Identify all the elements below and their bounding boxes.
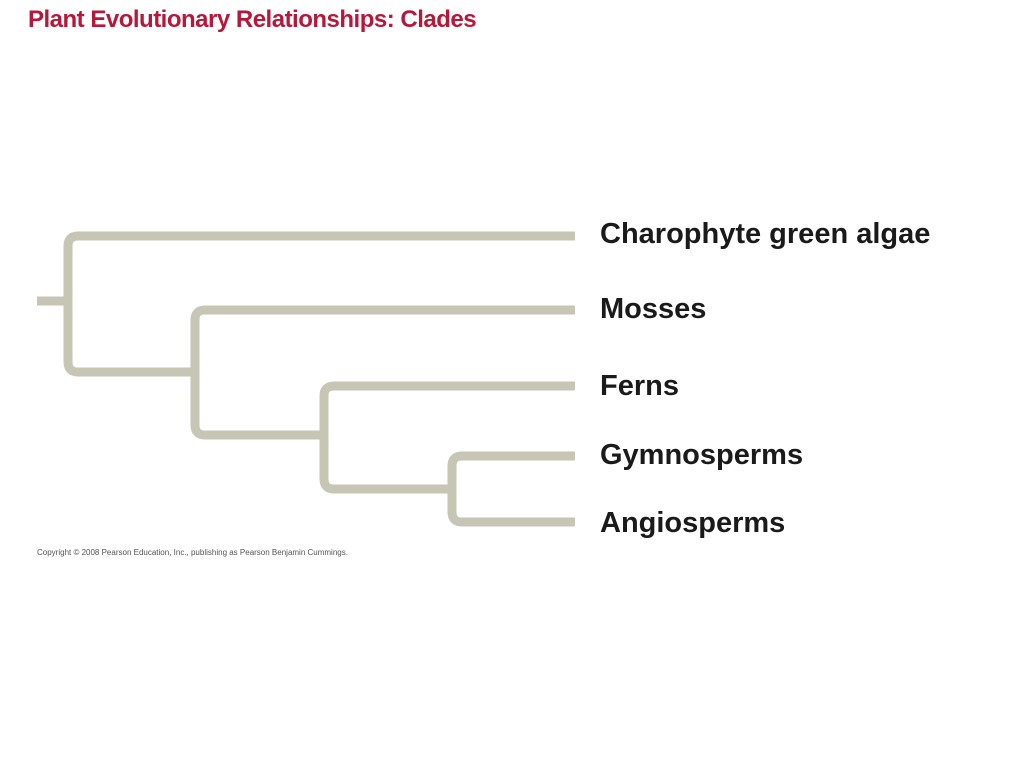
taxon-label-angiosperms: Angiosperms	[600, 507, 786, 539]
branch-mosses	[190, 305, 575, 372]
branch-vascular-plants	[190, 372, 324, 440]
copyright-notice: Copyright © 2008 Pearson Education, Inc.…	[37, 548, 348, 557]
branch-seed-plants	[319, 435, 452, 494]
taxon-label-ferns: Ferns	[600, 370, 679, 402]
branch-land-plants	[63, 301, 195, 377]
taxon-label-charophytes: Charophyte green algae	[600, 218, 931, 250]
branch-gymnosperms	[447, 451, 575, 489]
branch-ferns	[319, 381, 575, 435]
branch-charophytes	[63, 231, 575, 301]
slide-title: Plant Evolutionary Relationships: Clades	[28, 6, 477, 33]
taxon-label-gymnosperms: Gymnosperms	[600, 439, 804, 471]
taxon-label-mosses: Mosses	[600, 293, 707, 325]
branch-angiosperms	[447, 489, 575, 527]
